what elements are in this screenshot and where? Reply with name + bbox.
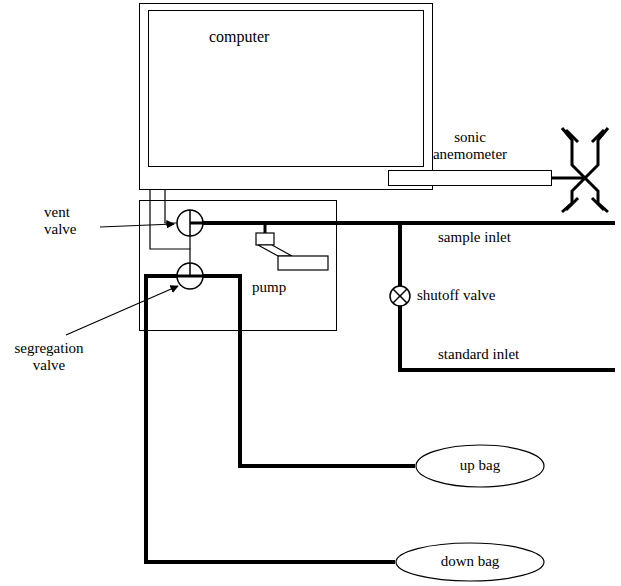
bag-ellipse: down bag: [395, 542, 545, 582]
anemometer-transducer: [592, 198, 604, 210]
screen-frame: [148, 10, 424, 167]
control-wire: [189, 236, 190, 249]
bag-pipe: [203, 276, 240, 331]
anemometer-transducer: [566, 198, 578, 210]
node-label: down bag: [441, 553, 500, 570]
leader-arrow: [66, 286, 178, 335]
node-label: computer: [209, 28, 269, 46]
anemometer-arm: [585, 128, 608, 178]
label-holder: vent valve: [44, 204, 96, 239]
part-label: shutoff valve: [417, 287, 495, 304]
label-holder: shutoff valve: [417, 287, 495, 304]
anemometer-stem: [552, 177, 585, 180]
pump-motor: [278, 256, 328, 270]
anemometer-sensor: sonic anemometer: [388, 129, 552, 186]
bag-outline: [416, 445, 544, 487]
vent-valve-symbol: [177, 210, 203, 236]
segregation-valve-port: [189, 263, 191, 276]
control-wire: [165, 190, 177, 223]
anemometer-bar: [388, 170, 552, 186]
vent-valve-port: [190, 222, 203, 225]
node-label: up bag: [460, 457, 500, 474]
shutoff-valve-cross: [393, 289, 407, 303]
anemometer-transducer: [566, 130, 578, 142]
label-holder: sample inlet: [438, 229, 511, 246]
bag-ellipse: up bag: [415, 444, 545, 488]
anemometer-arm: [562, 178, 585, 212]
pipe-connector: [146, 330, 395, 562]
label-holder: segregation valve: [8, 340, 90, 375]
label-holder: standard inlet: [438, 346, 519, 363]
anemometer-arm: [585, 178, 608, 212]
part-label: vent valve: [44, 204, 96, 239]
bag-pipe: [146, 276, 177, 331]
bag-outline: [396, 543, 544, 581]
part-label: standard inlet: [438, 346, 519, 363]
pump-head: [256, 233, 274, 245]
node-label: pump: [252, 279, 286, 296]
pump-body: [258, 245, 292, 256]
anemometer-arm: [562, 128, 585, 178]
segregation-valve-symbol: [177, 263, 203, 289]
anemometer-head: [552, 128, 608, 212]
pump-tee: [264, 223, 267, 233]
pipe-connector: [240, 330, 415, 466]
pipe-connector: [149, 190, 150, 200]
node-label: sonic anemometer: [425, 129, 515, 164]
computer-box: computer: [139, 3, 433, 190]
pump-housing: pump: [139, 200, 337, 331]
standard-pipe: [398, 368, 615, 372]
anemometer-transducer: [592, 130, 604, 142]
leader-arrow: [100, 224, 174, 227]
shutoff-valve-cross: [393, 289, 407, 303]
part-label: sample inlet: [438, 229, 511, 246]
part-label: segregation valve: [8, 340, 90, 375]
shutoff-valve-symbol: [390, 286, 410, 306]
